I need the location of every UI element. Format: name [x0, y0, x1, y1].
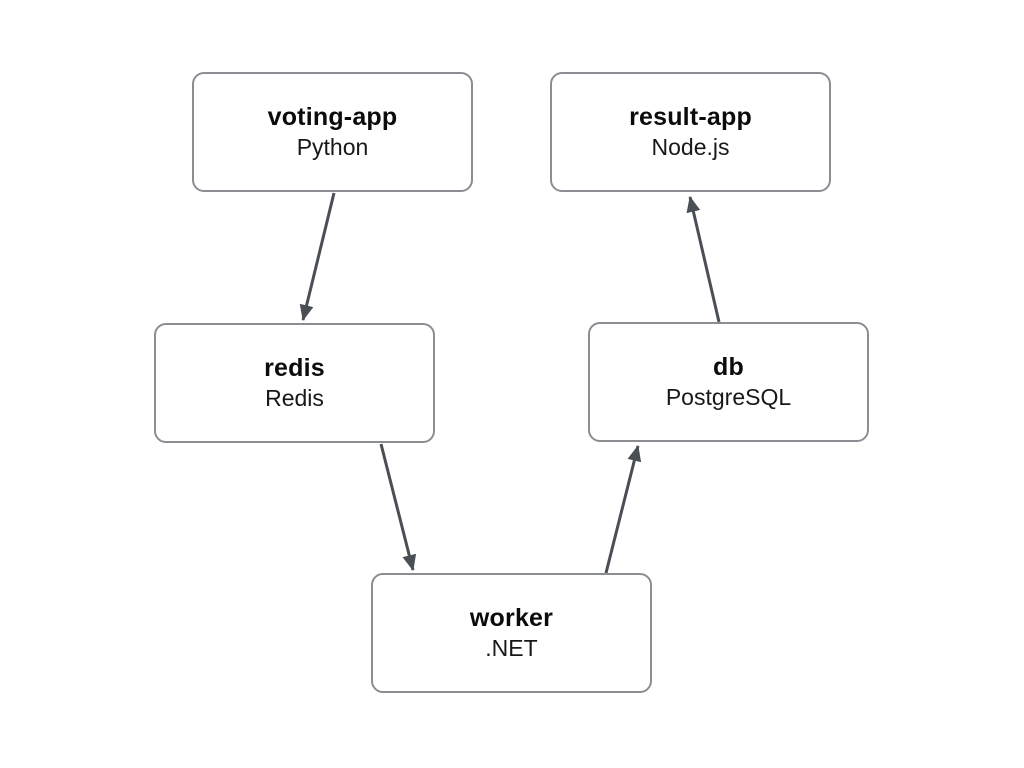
node-redis: redis Redis — [154, 323, 435, 443]
node-subtitle: PostgreSQL — [665, 384, 792, 411]
edge-redis-to-worker — [379, 443, 417, 571]
node-title: voting-app — [267, 102, 398, 131]
node-worker: worker .NET — [371, 573, 652, 693]
node-title: result-app — [629, 102, 752, 131]
node-title: db — [713, 352, 744, 381]
node-db: db PostgreSQL — [588, 322, 869, 442]
node-subtitle: Node.js — [651, 134, 730, 161]
node-subtitle: .NET — [485, 635, 538, 662]
edge-worker-to-db — [604, 445, 642, 574]
node-subtitle: Python — [296, 134, 369, 161]
node-title: worker — [469, 603, 554, 632]
node-result-app: result-app Node.js — [550, 72, 831, 192]
edge-db-to-result-app — [686, 196, 721, 323]
node-voting-app: voting-app Python — [192, 72, 473, 192]
node-title: redis — [264, 353, 325, 382]
node-subtitle: Redis — [265, 385, 324, 412]
edge-voting-app-to-redis — [299, 192, 336, 321]
